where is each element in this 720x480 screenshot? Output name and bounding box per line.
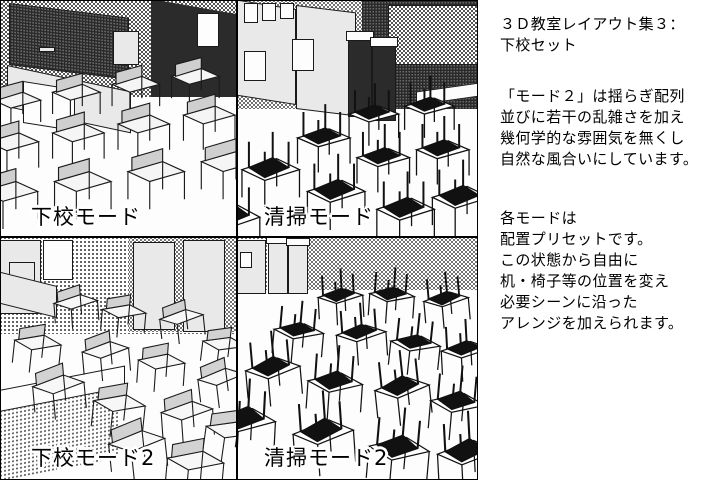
note-paragraph-1: 「モード２」は揺らぎ配列 並びに若干の乱雑さを加え 幾何学的な雰囲気を無くし 自… <box>500 87 699 168</box>
locker-1-top <box>346 31 374 41</box>
window-pane <box>197 13 219 47</box>
panel-caption: 清掃モード2 <box>264 446 389 470</box>
desk-chair-cluster <box>1 56 236 230</box>
transom-window-2 <box>262 3 276 21</box>
panel-caption: 清掃モード <box>264 205 374 229</box>
sidebar-notes: ３Ｄ教室レイアウト集３： 下校セット 「モード２」は揺らぎ配列 並びに若干の乱雑… <box>478 0 720 480</box>
door-window <box>240 252 252 268</box>
panel-cleaning-1[interactable]: 清掃モード <box>237 0 478 237</box>
door-window-left <box>244 51 266 81</box>
panel-leaving-school-2[interactable]: 下校モード2 <box>0 237 237 480</box>
panel-grid: 下校モード <box>0 0 478 480</box>
cabinet <box>113 31 139 65</box>
upper-wall-band <box>302 238 477 296</box>
door-window <box>43 240 73 280</box>
blackboard <box>388 5 477 65</box>
panel-cleaning-2[interactable]: 清掃モード2 <box>237 237 478 480</box>
transom-window-1 <box>244 3 258 23</box>
transom-window-3 <box>280 3 294 19</box>
stacked-desk-chair-cluster <box>238 75 477 236</box>
note-paragraph-2: 各モードは 配置プリセットです。 この状態から自由に 机・椅子等の位置を変え 必… <box>500 209 684 332</box>
desk-chair-cluster-jittered <box>11 283 236 479</box>
chalk-tray <box>39 47 55 52</box>
locker-2-top <box>286 238 310 246</box>
panel-caption: 下校モード <box>31 205 141 229</box>
locker-2-top <box>370 37 398 47</box>
stacked-desk-chair-cluster-jittered <box>238 267 477 479</box>
sheet-title: ３Ｄ教室レイアウト集３： 下校セット <box>500 15 685 54</box>
panel-caption: 下校モード2 <box>31 446 156 470</box>
panel-leaving-school-1[interactable]: 下校モード <box>0 0 237 237</box>
door-window-right <box>292 39 314 71</box>
